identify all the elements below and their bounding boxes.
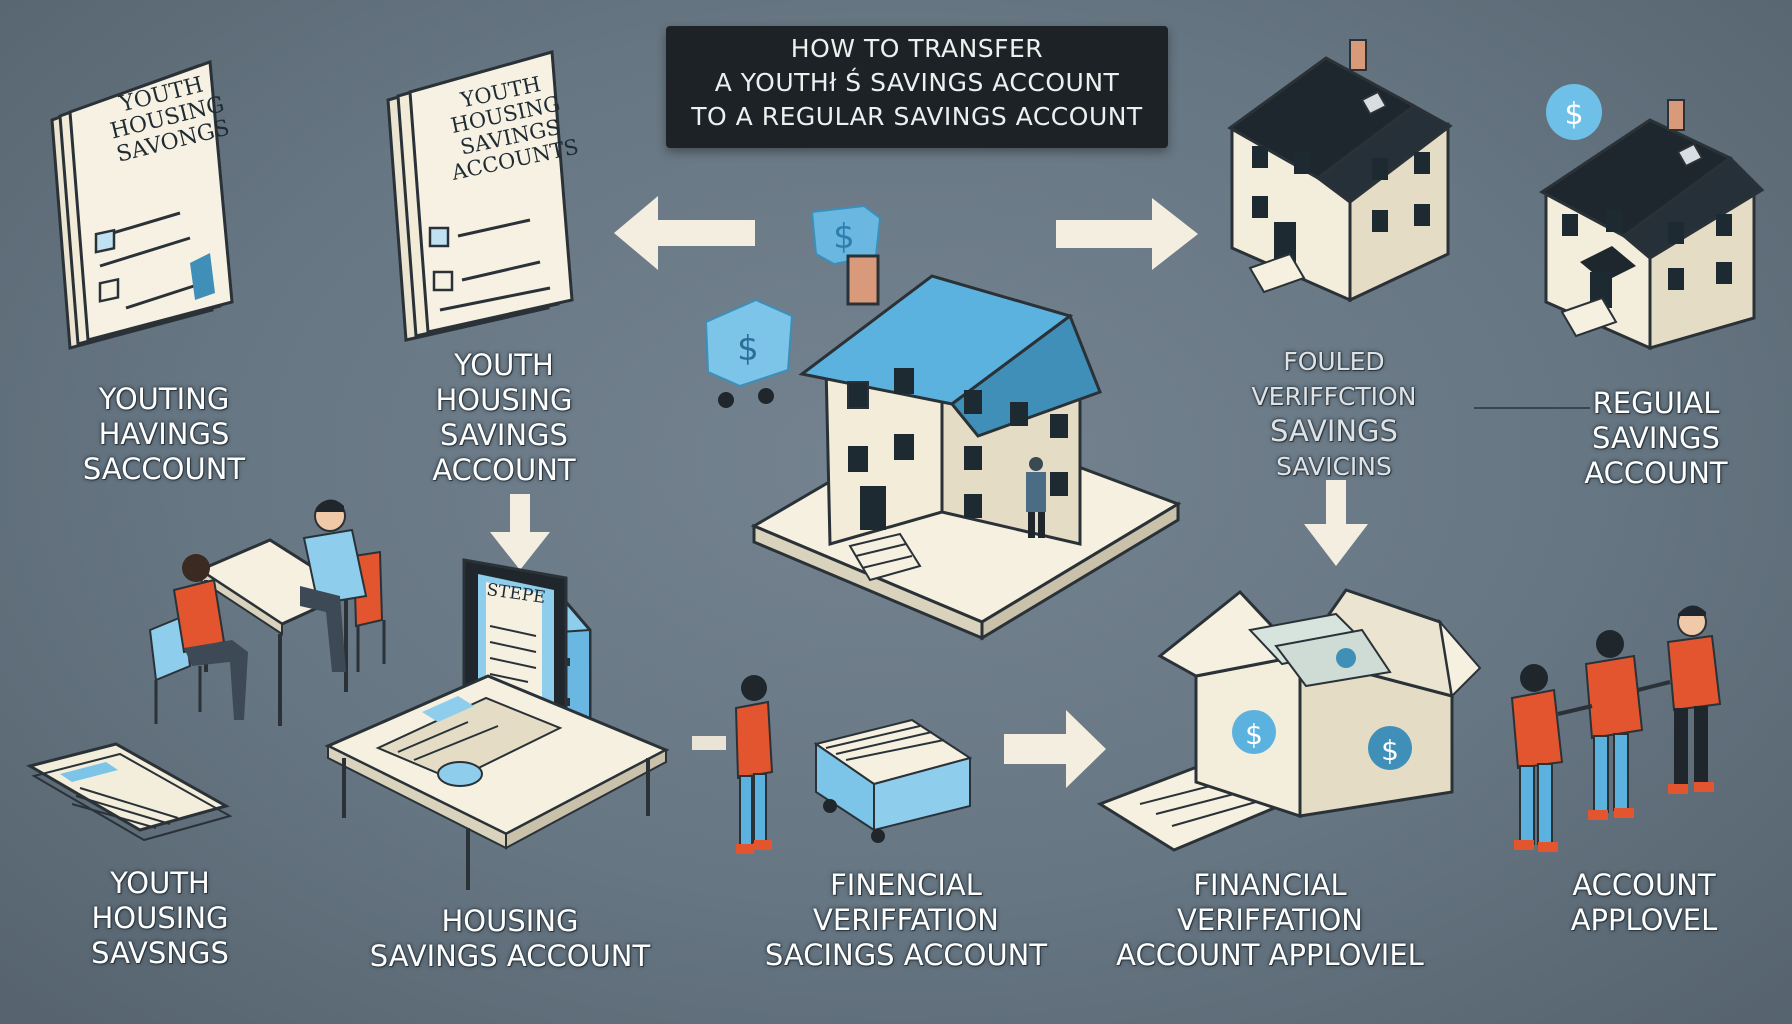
caption-line: HOUSING bbox=[441, 904, 579, 938]
dollar-symbol: $ bbox=[833, 217, 855, 257]
caption-line: SAVSNGS bbox=[91, 936, 229, 970]
caption-line: ACCOUNT bbox=[1584, 456, 1728, 490]
caption-line: VERIFFATION bbox=[1177, 903, 1363, 937]
caption-line: ACCOUNT bbox=[432, 453, 576, 487]
dollar-badge-icon-top: $ bbox=[810, 204, 882, 266]
left-arrow-icon bbox=[614, 196, 755, 270]
caption-line: VERIFFATION bbox=[813, 903, 999, 937]
caption-line: FINENCIAL bbox=[830, 868, 982, 902]
dollar-symbol: $ bbox=[1245, 718, 1263, 751]
computer-desk-illustration bbox=[324, 558, 670, 890]
caption-financial-verification-savings: FINENCIAL VERIFFATION SACINGS ACCOUNT bbox=[736, 868, 1076, 973]
money-box-illustration: $ $ bbox=[1096, 588, 1482, 852]
right-arrow-icon-bottom bbox=[1004, 710, 1106, 788]
caption-line: FOULED bbox=[1283, 347, 1385, 376]
caption-line: SACINGS ACCOUNT bbox=[764, 938, 1048, 972]
divider-line bbox=[1474, 407, 1590, 409]
account-approval-people-illustration bbox=[1510, 605, 1722, 852]
youth-housing-savings-document-left bbox=[50, 59, 234, 350]
caption-line: YOUTH bbox=[110, 866, 210, 900]
meeting-table-illustration bbox=[148, 499, 386, 726]
caption-line: FINANCIAL bbox=[1193, 868, 1347, 902]
dollar-symbol: $ bbox=[1381, 734, 1399, 767]
caption-line: HOUSING bbox=[91, 901, 229, 935]
caption-line: VERIFFCTION bbox=[1251, 382, 1417, 411]
title-line-1: HOW TO TRANSFER bbox=[790, 34, 1044, 63]
caption-youth-housing-savings: YOUTH HOUSING SAVSNGS bbox=[60, 866, 260, 971]
caption-line: SAVINGS ACCOUNT bbox=[369, 939, 651, 973]
caption-account-approval: ACCOUNT APPLOVEL bbox=[1544, 868, 1744, 938]
caption-line: ACCOUNT APPLOVIEL bbox=[1116, 938, 1424, 972]
dollar-symbol: $ bbox=[1564, 97, 1583, 132]
caption-line: APPLOVEL bbox=[1570, 903, 1718, 937]
dollar-coin-icon: $ bbox=[1546, 84, 1602, 140]
title-line-2: A YOUTHł Ś SAVINGS ACCOUNT bbox=[714, 68, 1120, 97]
caption-line: YOUTH bbox=[454, 348, 554, 382]
caption-line: REGUIAL bbox=[1592, 386, 1720, 420]
title-line-3: TO A REGULAR SAVINGS ACCOUNT bbox=[691, 102, 1143, 131]
down-arrow-icon-left bbox=[490, 494, 550, 570]
caption-fouled-verification: FOULED VERIFFCTION SAVINGS SAVICINS bbox=[1224, 344, 1444, 484]
short-dash-icon bbox=[692, 736, 726, 750]
caption-youting-havings: YOUTING HAVINGS SACCOUNT bbox=[64, 382, 264, 487]
caption-line: SAVINGS bbox=[1592, 421, 1720, 455]
caption-youth-housing-savings-account: YOUTH HOUSING SAVINGS ACCOUNT bbox=[404, 348, 604, 488]
loose-document-bottom-left bbox=[26, 742, 233, 842]
down-arrow-icon-right bbox=[1304, 480, 1368, 566]
center-house-illustration bbox=[750, 254, 1182, 641]
standing-person-illustration bbox=[734, 675, 774, 854]
title-banner: HOW TO TRANSFER A YOUTHł Ś SAVINGS ACCOU… bbox=[666, 26, 1168, 148]
money-cart-illustration bbox=[813, 718, 973, 843]
caption-line: SAVINGS bbox=[1270, 414, 1398, 448]
caption-line: SAVICINS bbox=[1276, 452, 1392, 481]
dollar-cart-icon: $ bbox=[704, 298, 794, 408]
house-illustration-top-right-1 bbox=[1227, 39, 1453, 303]
dollar-symbol: $ bbox=[737, 329, 759, 369]
right-arrow-icon-top bbox=[1056, 198, 1198, 270]
caption-line: HAVINGS bbox=[98, 417, 230, 451]
caption-line: YOUTING bbox=[98, 382, 230, 416]
caption-housing-savings-account: HOUSING SAVINGS ACCOUNT bbox=[350, 904, 670, 974]
caption-financial-verification-approval: FINANCIAL VERIFFATION ACCOUNT APPLOVIEL bbox=[1100, 868, 1440, 973]
caption-line: HOUSING bbox=[435, 383, 573, 417]
caption-line: SAVINGS bbox=[440, 418, 568, 452]
house-illustration-top-right-2 bbox=[1539, 99, 1765, 351]
caption-line: ACCOUNT bbox=[1572, 868, 1716, 902]
youth-housing-savings-accounts-document bbox=[386, 50, 574, 342]
caption-line: SACCOUNT bbox=[82, 452, 246, 486]
caption-regular-savings-account: REGUIAL SAVINGS ACCOUNT bbox=[1556, 386, 1756, 491]
